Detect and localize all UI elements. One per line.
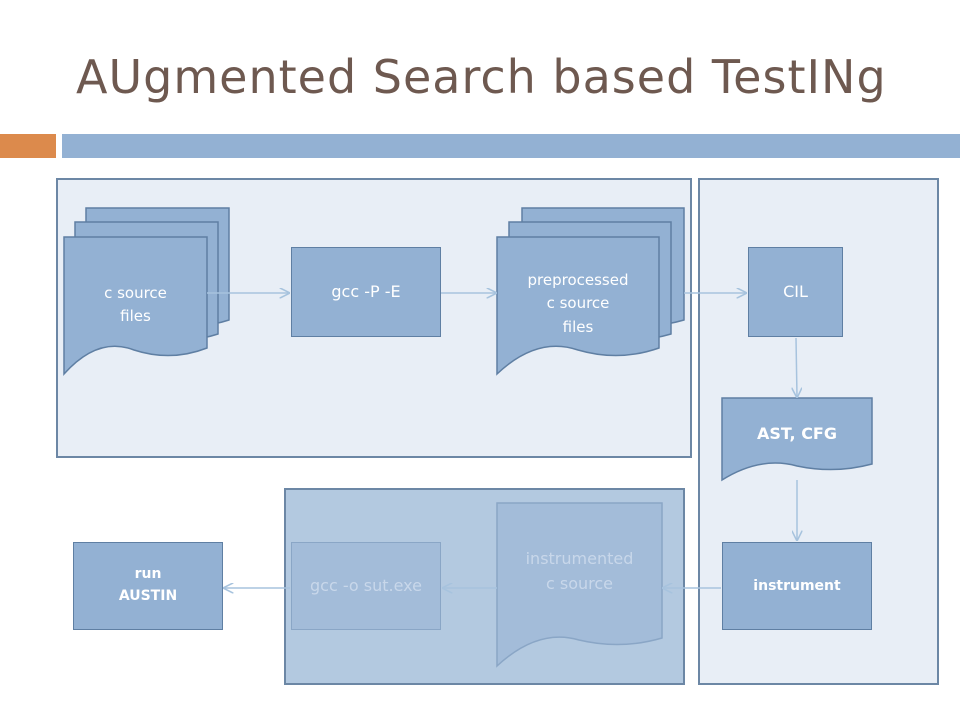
c-source-files-label: c source files (104, 283, 167, 325)
cil-box: CIL (748, 247, 843, 337)
ast-cfg-doc (721, 397, 873, 482)
preprocessed-files-label: preprocessed c source files (527, 271, 629, 336)
instrumented-doc (496, 502, 663, 668)
preprocessed-files-doc (496, 207, 685, 376)
c-source-files-doc (63, 207, 230, 376)
title-accent-bar (0, 134, 56, 158)
ast-cfg-label: AST, CFG (757, 423, 837, 443)
page-title: AUgmented Search based TestINg (76, 50, 887, 104)
instrumented-label: instrumented c source (525, 549, 634, 593)
arrow-cil-to-ast (796, 337, 797, 397)
run-austin-box: run AUSTIN (73, 542, 223, 630)
title-underline-bar (62, 134, 960, 158)
gcc-preprocess-box: gcc -P -E (291, 247, 441, 337)
instrument-box: instrument (722, 542, 872, 630)
gcc-compile-box: gcc -o sut.exe (291, 542, 441, 630)
